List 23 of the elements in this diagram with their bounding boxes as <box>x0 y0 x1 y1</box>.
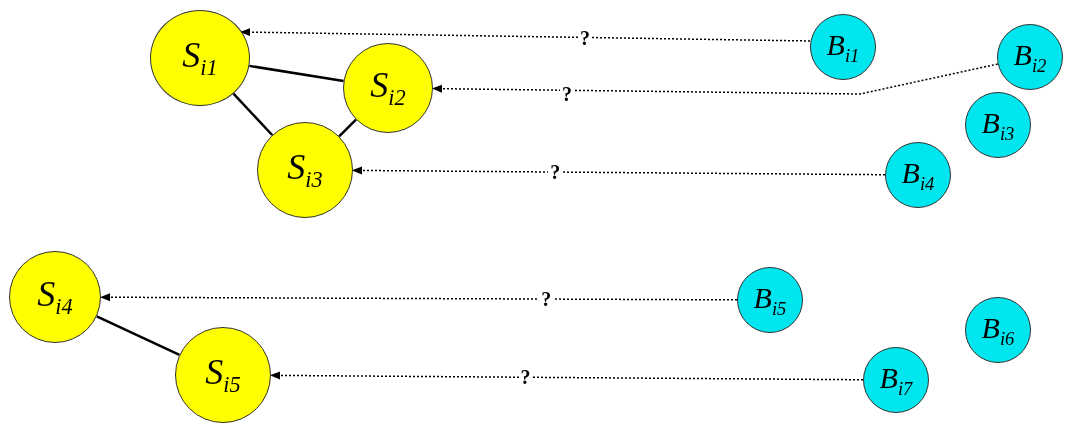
node-label: B$_{i5}$ <box>753 280 787 320</box>
connector-line <box>96 315 180 356</box>
node-label: S$_{i4}$ <box>37 273 73 321</box>
node-label: B$_{i6}$ <box>981 310 1015 350</box>
dotted-arrow <box>351 166 886 176</box>
node-label: S$_{i1}$ <box>182 34 218 82</box>
node-label: S$_{i3}$ <box>287 146 323 194</box>
dotted-arrow <box>269 371 864 381</box>
node-label: B$_{i2}$ <box>1013 37 1047 77</box>
node-label: B$_{i7}$ <box>879 360 913 400</box>
connector-line <box>232 92 274 136</box>
dotted-arrow <box>431 63 999 95</box>
dotted-arrow <box>239 27 811 42</box>
node-label: S$_{i2}$ <box>370 64 406 112</box>
edge-label: ? <box>560 84 574 104</box>
node-label: B$_{i1}$ <box>826 27 860 67</box>
connector-line <box>249 64 344 83</box>
dotted-arrow <box>99 293 738 302</box>
node-label: B$_{i3}$ <box>981 105 1015 145</box>
edge-label: ? <box>578 28 592 48</box>
connector-line <box>338 118 357 138</box>
node-label: B$_{i4}$ <box>901 155 935 195</box>
node-label: S$_{i5}$ <box>205 351 241 399</box>
